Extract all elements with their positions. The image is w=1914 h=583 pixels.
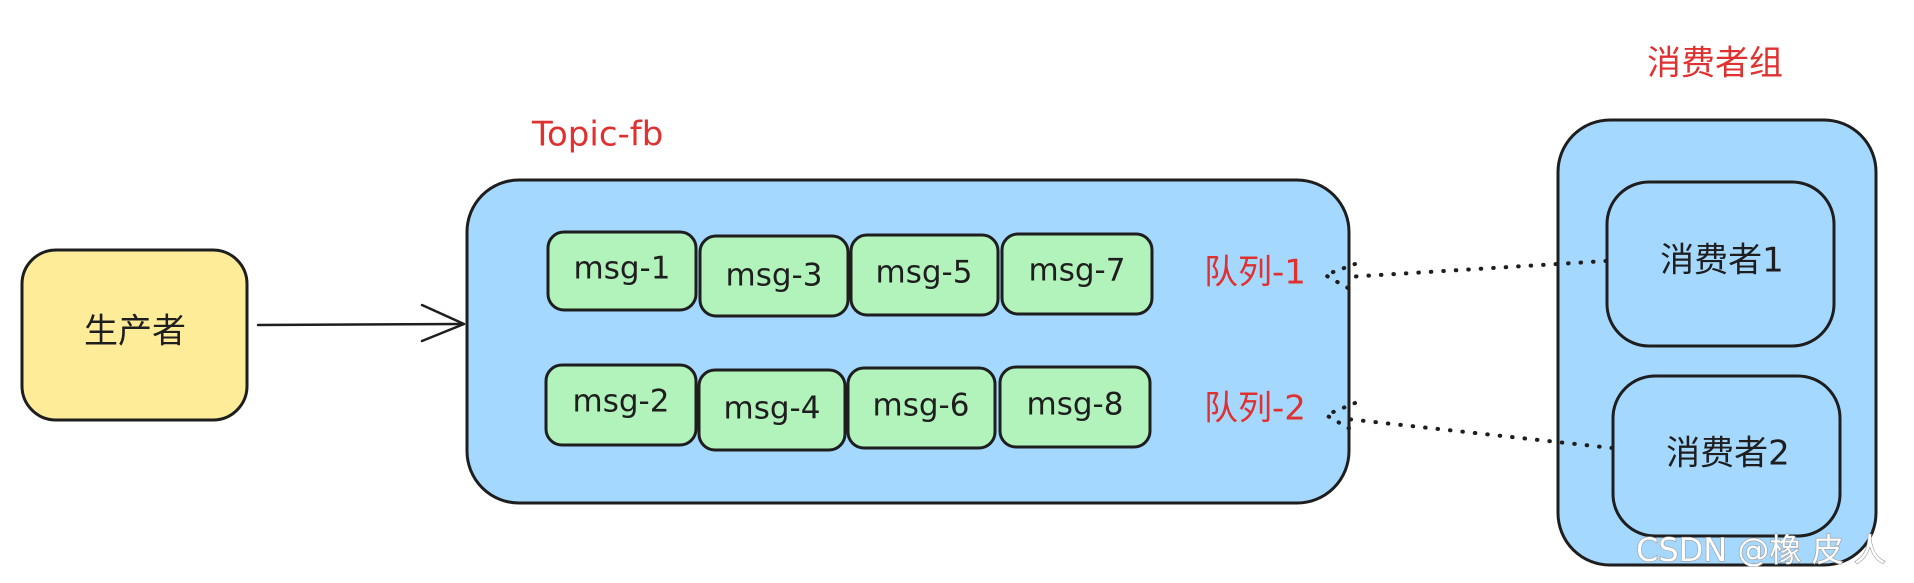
message-label: msg-5 — [876, 255, 973, 291]
queue-1-to-consumer-1-connector — [1320, 259, 1608, 294]
topic-container — [465, 178, 1351, 505]
message-box: msg-4 — [697, 368, 847, 452]
message-label: msg-4 — [724, 391, 821, 427]
queue-2-label: 队列-2 — [1204, 389, 1306, 429]
producer-label: 生产者 — [84, 312, 186, 352]
message-label: msg-7 — [1029, 253, 1126, 289]
producer-node: 生产者 — [20, 248, 249, 422]
message-box: msg-3 — [698, 234, 850, 318]
queue-2-messages: msg-2 msg-4 msg-6 msg-8 — [544, 363, 1152, 452]
message-box: msg-2 — [544, 363, 698, 447]
queue-1-label: 队列-1 — [1204, 253, 1306, 293]
producer-to-topic-arrow — [256, 303, 466, 343]
message-label: msg-8 — [1027, 387, 1124, 423]
message-box: msg-6 — [846, 366, 997, 450]
consumer-group-title: 消费者组 — [1647, 44, 1783, 84]
message-label: msg-3 — [726, 258, 823, 294]
consumer-1-node: 消费者1 — [1605, 180, 1836, 348]
consumer-2-node: 消费者2 — [1611, 374, 1842, 538]
message-label: msg-2 — [573, 384, 670, 420]
message-label: msg-6 — [873, 388, 970, 424]
message-box: msg-5 — [849, 233, 1000, 317]
message-box: msg-7 — [1000, 232, 1154, 316]
message-box: msg-8 — [998, 365, 1152, 449]
message-label: msg-1 — [574, 251, 671, 287]
consumer-2-label: 消费者2 — [1666, 434, 1790, 474]
message-box: msg-1 — [546, 230, 698, 312]
watermark: CSDN @橡 皮 人 — [1636, 531, 1886, 569]
consumer-1-label: 消费者1 — [1660, 241, 1784, 281]
queue-2-to-consumer-2-connector — [1321, 401, 1614, 450]
topic-title: Topic-fb — [531, 115, 663, 155]
queue-1-messages: msg-1 msg-3 msg-5 msg-7 — [546, 230, 1154, 318]
